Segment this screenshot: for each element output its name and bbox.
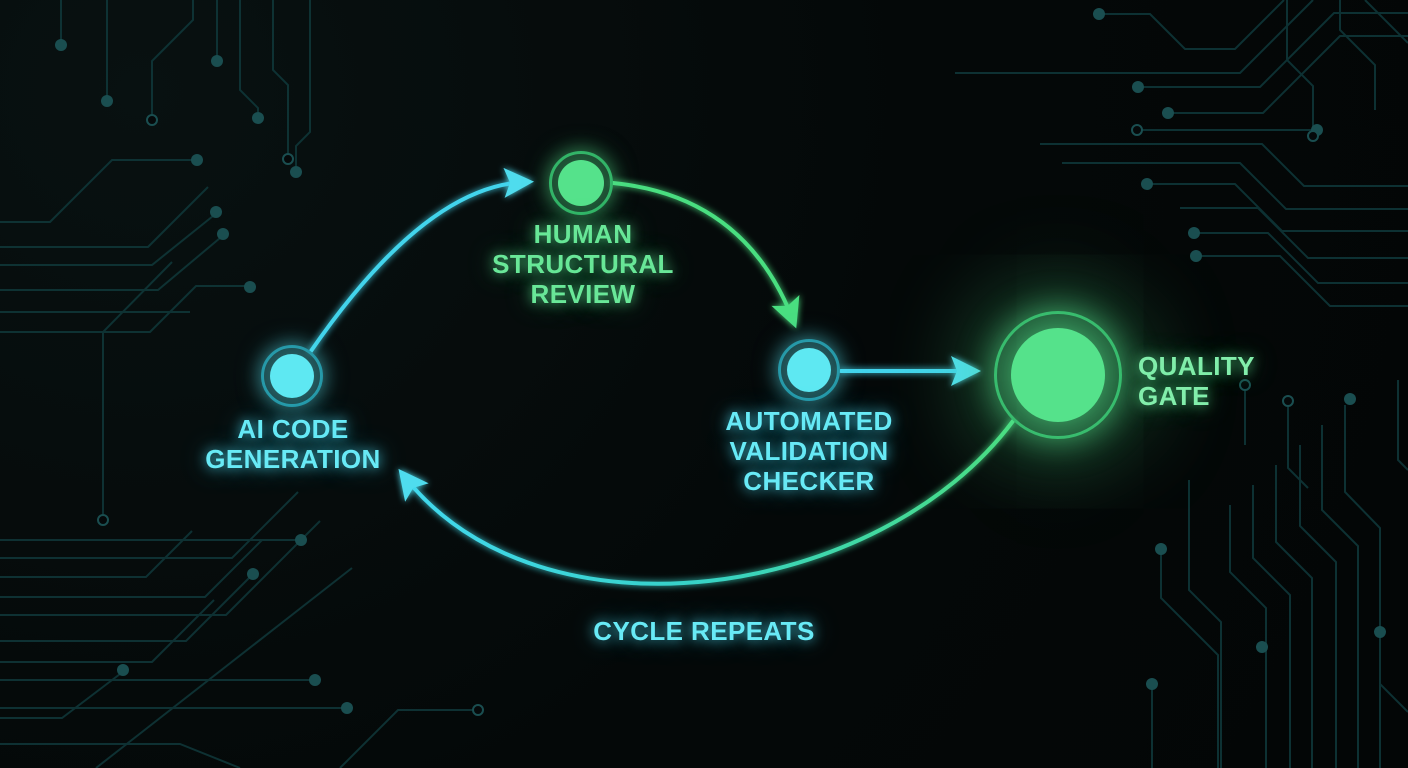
label-automated-line-3: CHECKER [743,466,875,496]
label-human-line-2: STRUCTURAL [492,249,674,279]
label-automated-line-1: AUTOMATED [725,406,893,436]
node-automated-validation-checker-core [787,348,831,392]
label-quality-line-2: GATE [1138,381,1210,411]
arrow-human-to-automated [611,181,800,329]
cycle-repeats-text: CYCLE REPEATS [593,616,815,646]
label-automated-validation-checker: AUTOMATED VALIDATION CHECKER [725,406,892,496]
label-automated-line-2: VALIDATION [729,436,889,466]
label-cycle-repeats: CYCLE REPEATS [593,616,814,646]
circuit-hollow-dots [97,114,1319,716]
arrow-ai-to-human [309,167,534,353]
label-quality-line-1: QUALITY [1138,351,1255,381]
arrow-quality-to-ai-cycle [398,419,1015,586]
node-quality-gate [994,311,1122,439]
node-automated-validation-checker [778,339,840,401]
node-ai-code-generation [261,345,323,407]
node-human-structural-review [549,151,613,215]
label-ai-line-2: GENERATION [205,444,381,474]
label-quality-gate: QUALITY GATE [1138,351,1255,411]
node-ai-code-generation-core [270,354,314,398]
node-human-structural-review-core [558,160,604,206]
node-quality-gate-core [1011,328,1105,422]
label-human-line-1: HUMAN [533,219,633,249]
label-ai-code-generation: AI CODE GENERATION [205,414,380,474]
label-human-line-3: REVIEW [530,279,636,309]
label-ai-line-1: AI CODE [237,414,349,444]
label-human-structural-review: HUMAN STRUCTURAL REVIEW [492,219,674,309]
